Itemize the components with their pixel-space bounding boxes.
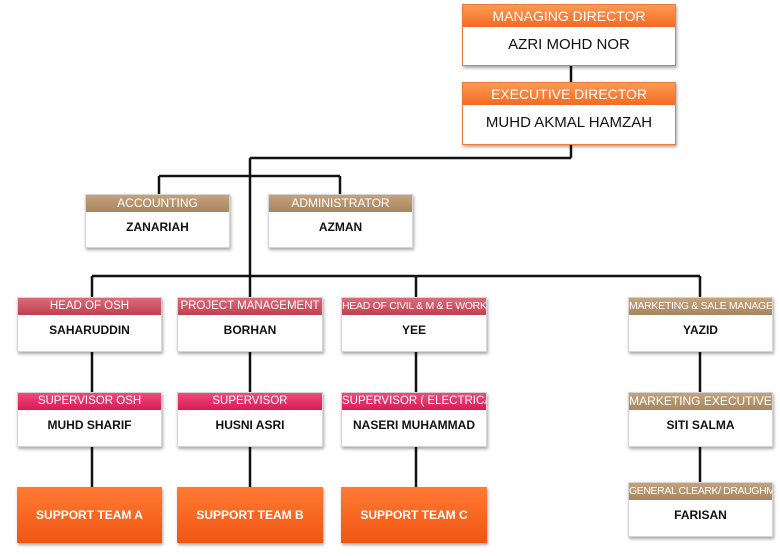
supervisor-osh-box: SUPERVISOR OSH MUHD SHARIF <box>17 392 162 447</box>
supervisor-osh-name: MUHD SHARIF <box>47 418 132 432</box>
general-clerk-name: FARISAN <box>674 508 727 522</box>
head-of-osh-box: HEAD OF OSH SAHARUDDIN <box>17 297 162 352</box>
managing-director-box: MANAGING DIRECTOR AZRI MOHD NOR <box>462 4 676 66</box>
accounting-title: ACCOUNTING <box>86 195 229 212</box>
head-of-civil-title: HEAD OF CIVIL & M & E WORK <box>342 298 486 315</box>
executive-director-box: EXECUTIVE DIRECTOR MUHD AKMAL HAMZAH <box>462 82 676 145</box>
head-of-civil-name: YEE <box>401 323 426 337</box>
general-clerk-title: GENERAL CLEARK/ DRAUGHMAN <box>629 483 772 500</box>
administrator-box: ADMINISTRATOR AZMAN <box>268 194 413 248</box>
general-clerk-box: GENERAL CLEARK/ DRAUGHMAN FARISAN <box>628 482 773 537</box>
project-management-title: PROJECT MANAGEMENT <box>178 298 322 315</box>
managing-director-name: AZRI MOHD NOR <box>508 36 630 53</box>
support-team-a-box: SUPPORT TEAM A <box>17 487 162 543</box>
supervisor-electrical-name: NASERI MUHAMMAD <box>353 418 475 432</box>
marketing-executive-title: MARKETING EXECUTIVE <box>629 393 772 410</box>
support-team-c-box: SUPPORT TEAM C <box>341 487 487 543</box>
accounting-box: ACCOUNTING ZANARIAH <box>85 194 230 248</box>
support-team-b-box: SUPPORT TEAM B <box>177 487 323 543</box>
project-management-name: BORHAN <box>223 323 277 337</box>
executive-director-title: EXECUTIVE DIRECTOR <box>463 83 675 105</box>
supervisor-osh-title: SUPERVISOR OSH <box>18 393 161 410</box>
administrator-title: ADMINISTRATOR <box>269 195 412 212</box>
supervisor-title: SUPERVISOR <box>178 393 322 410</box>
head-of-osh-title: HEAD OF OSH <box>18 298 161 315</box>
supervisor-name: HUSNI ASRI <box>215 418 285 432</box>
accounting-name: ZANARIAH <box>126 220 189 234</box>
marketing-manager-box: MARKETING & SALE MANAGER YAZID <box>628 297 773 352</box>
managing-director-title: MANAGING DIRECTOR <box>463 5 675 27</box>
supervisor-box: SUPERVISOR HUSNI ASRI <box>177 392 323 447</box>
executive-director-name: MUHD AKMAL HAMZAH <box>485 114 653 131</box>
marketing-manager-name: YAZID <box>683 323 718 337</box>
supervisor-electrical-box: SUPERVISOR ( ELECTRICAL) NASERI MUHAMMAD <box>341 392 487 447</box>
administrator-name: AZMAN <box>318 220 363 234</box>
project-management-box: PROJECT MANAGEMENT BORHAN <box>177 297 323 352</box>
marketing-executive-name: SITI SALMA <box>666 418 735 432</box>
head-of-civil-box: HEAD OF CIVIL & M & E WORK YEE <box>341 297 487 352</box>
marketing-manager-title: MARKETING & SALE MANAGER <box>629 298 772 315</box>
marketing-executive-box: MARKETING EXECUTIVE SITI SALMA <box>628 392 773 447</box>
supervisor-electrical-title: SUPERVISOR ( ELECTRICAL) <box>342 393 486 410</box>
head-of-osh-name: SAHARUDDIN <box>49 323 130 337</box>
